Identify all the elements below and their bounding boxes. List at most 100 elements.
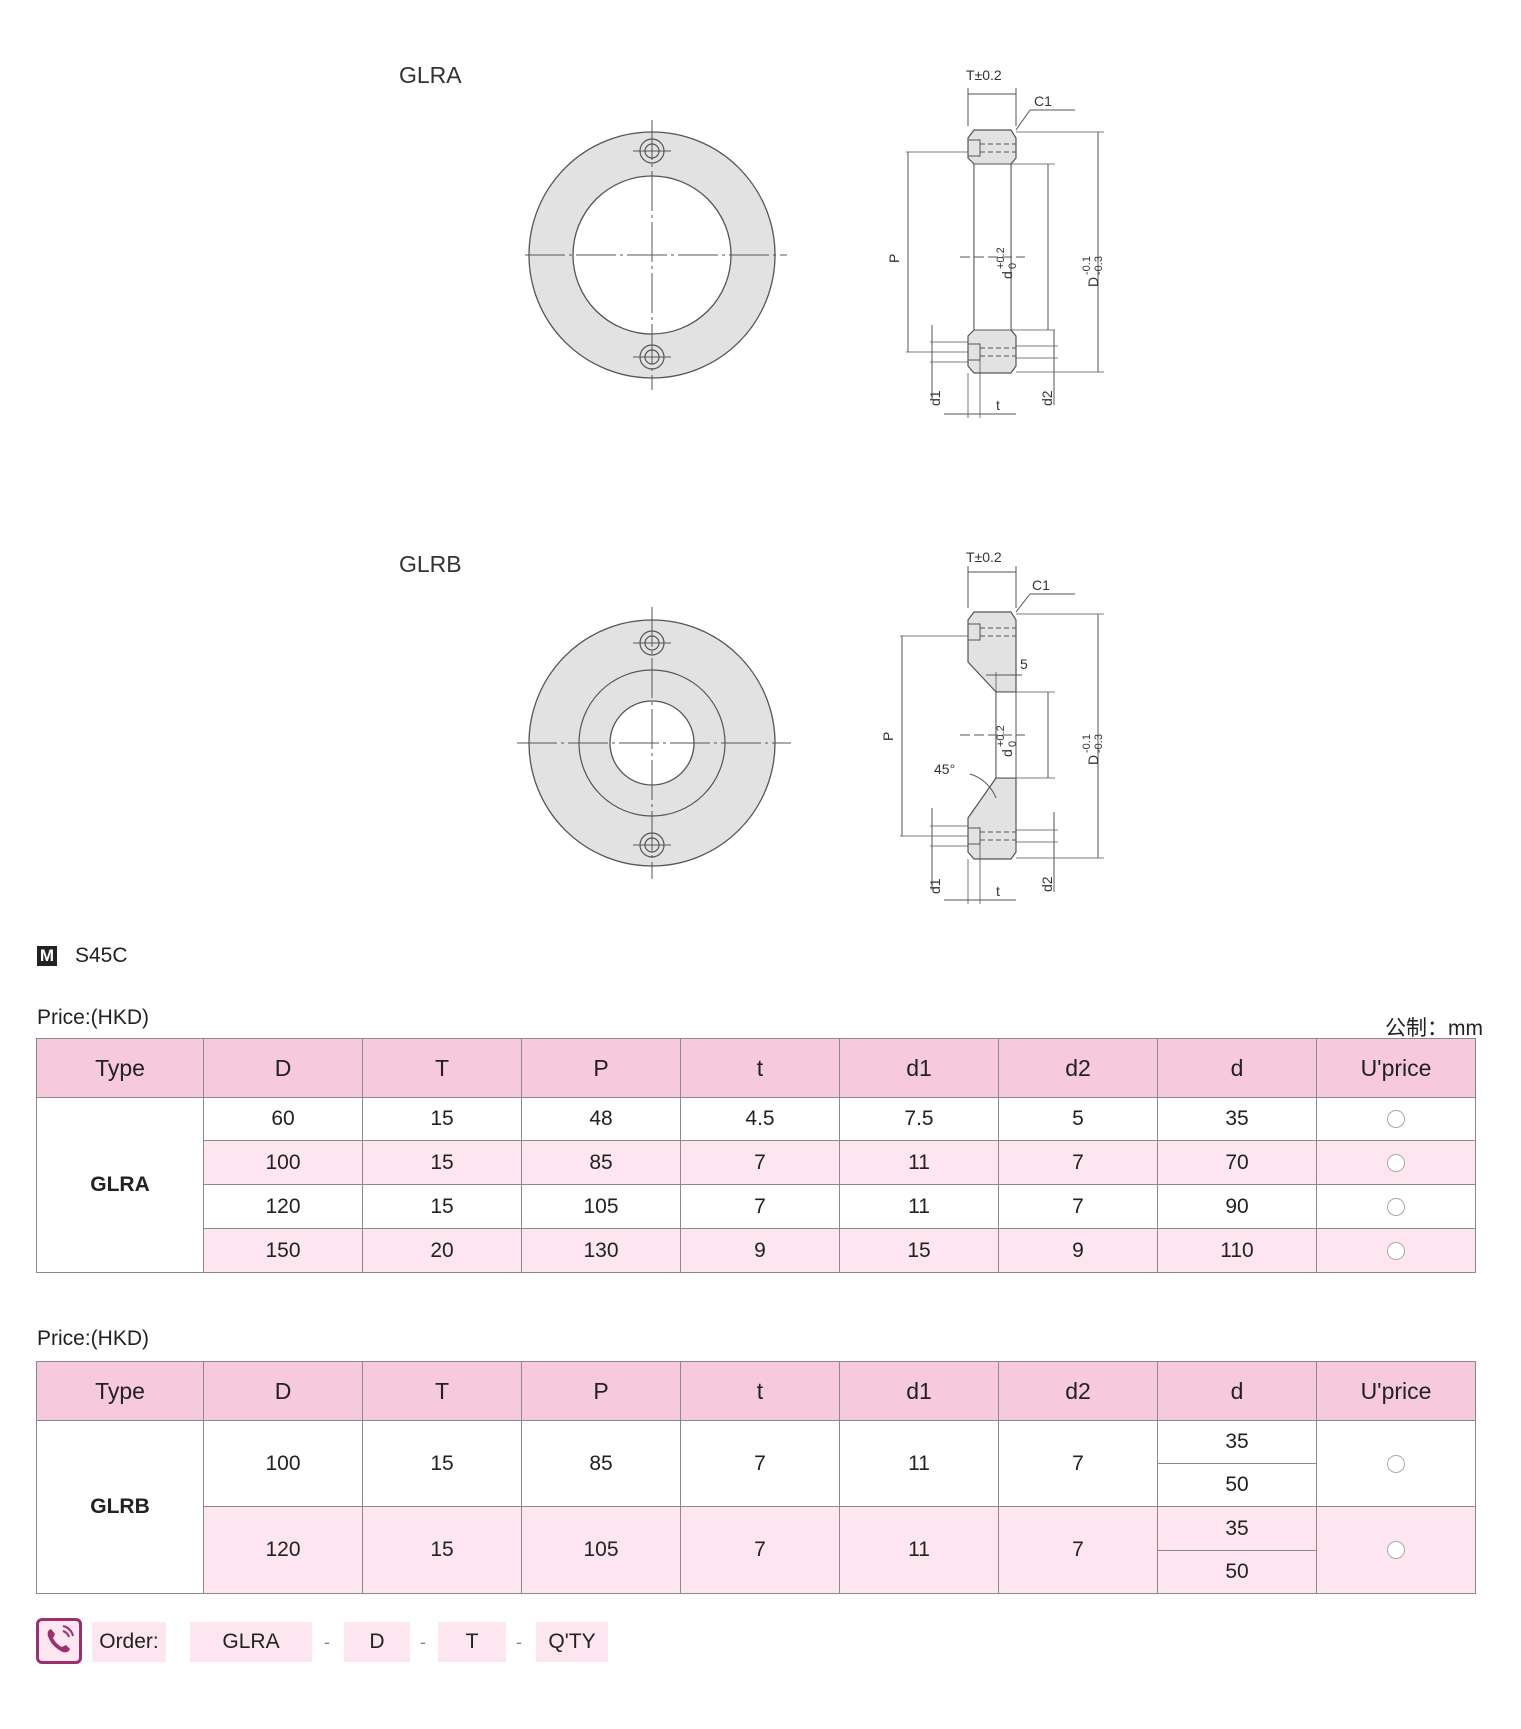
cell-d1: 7.5 xyxy=(839,1097,999,1141)
glra-label-C1: C1 xyxy=(1034,93,1052,109)
glrb-title: GLRB xyxy=(399,551,462,577)
cell-t: 7 xyxy=(680,1140,840,1185)
cell-d: 35 xyxy=(1157,1097,1317,1141)
glrb-label-D-tol-up: -0.1 xyxy=(1081,734,1093,753)
type-cell: GLRA xyxy=(36,1097,204,1273)
header-d: d xyxy=(1157,1361,1317,1421)
cell-P: 48 xyxy=(521,1097,681,1141)
cell-d: 50 xyxy=(1157,1550,1317,1594)
header-d1: d1 xyxy=(839,1038,999,1098)
glrb-side-view: T±0.2 C1 5 45° P d +0.2 0 D -0.1 -0.3 d1… xyxy=(880,549,1105,904)
header-t: t xyxy=(680,1038,840,1098)
glrb-label-45: 45° xyxy=(934,761,955,777)
cell-T: 15 xyxy=(362,1184,522,1229)
cell-T: 15 xyxy=(362,1420,522,1507)
cell-P: 130 xyxy=(521,1228,681,1273)
order-field-type: GLRA xyxy=(190,1622,312,1662)
cell-d: 50 xyxy=(1157,1463,1317,1507)
cell-P: 105 xyxy=(521,1184,681,1229)
glrb-spec-table: Type D T P t d1 d2 d U'price GLRB 100 15… xyxy=(36,1361,1476,1594)
cell-d2: 9 xyxy=(998,1228,1158,1273)
cell-d1: 11 xyxy=(839,1506,999,1594)
glrb-label-D-tol-low: -0.3 xyxy=(1093,734,1105,753)
glrb-label-d-tol-low: 0 xyxy=(1007,741,1019,747)
glrb-label-5: 5 xyxy=(1020,656,1028,672)
table-row: GLRA 60 15 48 4.5 7.5 5 35 xyxy=(36,1097,1476,1273)
cell-d2: 5 xyxy=(998,1097,1158,1141)
header-type: Type xyxy=(36,1361,204,1421)
price-radio[interactable] xyxy=(1387,1541,1405,1560)
price-radio[interactable] xyxy=(1387,1454,1405,1473)
order-separator: - xyxy=(324,1632,330,1652)
glrb-label-d1: d1 xyxy=(927,878,943,894)
order-field-qty: Q'TY xyxy=(536,1622,608,1662)
glra-title: GLRA xyxy=(399,62,462,88)
cell-P: 85 xyxy=(521,1140,681,1185)
cell-d1: 11 xyxy=(839,1140,999,1185)
cell-D: 100 xyxy=(203,1140,363,1185)
cell-uprice xyxy=(1316,1097,1476,1141)
glra-label-d-tol-low: 0 xyxy=(1007,263,1019,269)
price-radio[interactable] xyxy=(1387,1197,1405,1216)
cell-D: 120 xyxy=(203,1184,363,1229)
cell-uprice xyxy=(1316,1228,1476,1273)
header-d: d xyxy=(1157,1038,1317,1098)
price-radio[interactable] xyxy=(1387,1153,1405,1172)
cell-T: 15 xyxy=(362,1097,522,1141)
glra-front-view xyxy=(525,120,787,390)
table-row: 50 xyxy=(37,1550,1476,1594)
cell-d1: 11 xyxy=(839,1184,999,1229)
table-header: Type D T P t d1 d2 d U'price xyxy=(36,1361,1476,1421)
header-P: P xyxy=(521,1038,681,1098)
cell-T: 20 xyxy=(362,1228,522,1273)
phone-icon xyxy=(36,1618,82,1664)
glra-label-d: d xyxy=(999,271,1015,279)
glra-label-d-tol-up: +0.2 xyxy=(995,247,1007,269)
price-radio[interactable] xyxy=(1387,1110,1405,1129)
header-d2: d2 xyxy=(998,1038,1158,1098)
cell-t: 4.5 xyxy=(680,1097,840,1141)
price-radio[interactable] xyxy=(1387,1241,1405,1260)
cell-t: 7 xyxy=(680,1420,840,1507)
glrb-label-D: D xyxy=(1085,755,1101,765)
order-label: Order: xyxy=(92,1622,166,1662)
cell-D: 60 xyxy=(203,1097,363,1141)
order-separator: - xyxy=(420,1632,426,1652)
cell-uprice xyxy=(1316,1506,1476,1594)
cell-d2: 7 xyxy=(998,1420,1158,1507)
glrb-label-P: P xyxy=(880,732,896,741)
header-d1: d1 xyxy=(839,1361,999,1421)
header-T: T xyxy=(362,1038,522,1098)
cell-D: 100 xyxy=(203,1420,363,1507)
cell-d: 35 xyxy=(1157,1506,1317,1551)
cell-T: 15 xyxy=(362,1506,522,1594)
cell-d1: 15 xyxy=(839,1228,999,1273)
glra-label-T: T±0.2 xyxy=(966,67,1002,83)
glra-label-D-tol-up: -0.1 xyxy=(1081,256,1093,275)
material-value: S45C xyxy=(75,944,128,967)
header-type: Type xyxy=(36,1038,204,1098)
glrb-label-t: t xyxy=(996,883,1000,899)
cell-d: 90 xyxy=(1157,1184,1317,1229)
cell-d: 110 xyxy=(1157,1228,1317,1273)
cell-T: 15 xyxy=(362,1140,522,1185)
cell-d2: 7 xyxy=(998,1506,1158,1594)
cell-t: 9 xyxy=(680,1228,840,1273)
table-row: 150 20 130 9 15 9 110 xyxy=(37,1228,1476,1273)
table-row: 120 15 105 7 11 7 35 xyxy=(37,1506,1476,1594)
glra-label-d1: d1 xyxy=(927,390,943,406)
glrb-label-d-tol-up: +0.2 xyxy=(995,725,1007,747)
cell-t: 7 xyxy=(680,1506,840,1594)
glra-label-P: P xyxy=(886,254,902,263)
cell-uprice xyxy=(1316,1140,1476,1185)
unit-label: 公制：mm xyxy=(1385,1017,1483,1040)
cell-P: 105 xyxy=(521,1506,681,1594)
glrb-label-d: d xyxy=(999,749,1015,757)
order-separator: - xyxy=(516,1632,522,1652)
cell-D: 150 xyxy=(203,1228,363,1273)
cell-d2: 7 xyxy=(998,1140,1158,1185)
order-field-T: T xyxy=(438,1622,506,1662)
header-d2: d2 xyxy=(998,1361,1158,1421)
cell-d2: 7 xyxy=(998,1184,1158,1229)
price-label-glra: Price:(HKD) xyxy=(37,1006,150,1029)
